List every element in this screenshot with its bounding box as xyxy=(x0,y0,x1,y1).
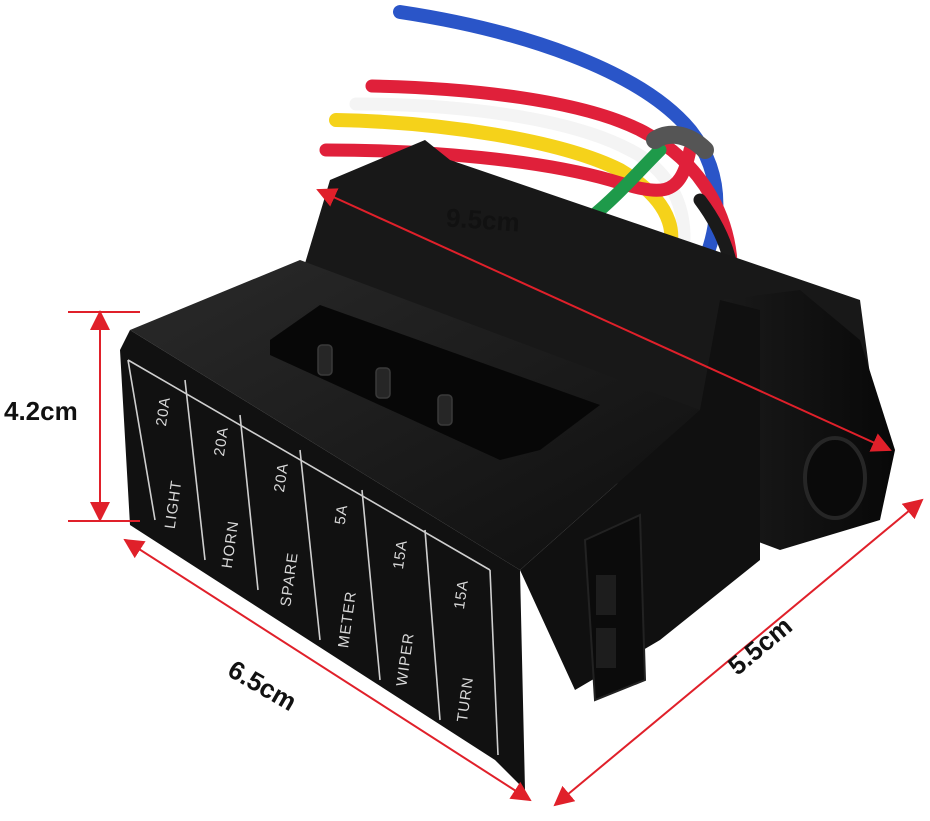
dimension-arrows xyxy=(68,188,924,807)
fuse-rating-meter: 5A xyxy=(332,503,352,526)
height-label: 4.2cm xyxy=(4,396,78,426)
fuse-rating-light: 20A xyxy=(153,395,174,427)
width-arrow xyxy=(123,538,532,802)
length-label: 9.5cm xyxy=(445,202,521,238)
fuse-rating-horn: 20A xyxy=(211,425,232,457)
cable-tie xyxy=(646,125,714,159)
length-arrow xyxy=(316,188,892,452)
fuse-name-light: LIGHT xyxy=(162,479,186,530)
depth-arrow xyxy=(553,498,924,807)
fuse-rating-spare: 20A xyxy=(271,461,292,493)
mounting-hole xyxy=(803,436,867,520)
